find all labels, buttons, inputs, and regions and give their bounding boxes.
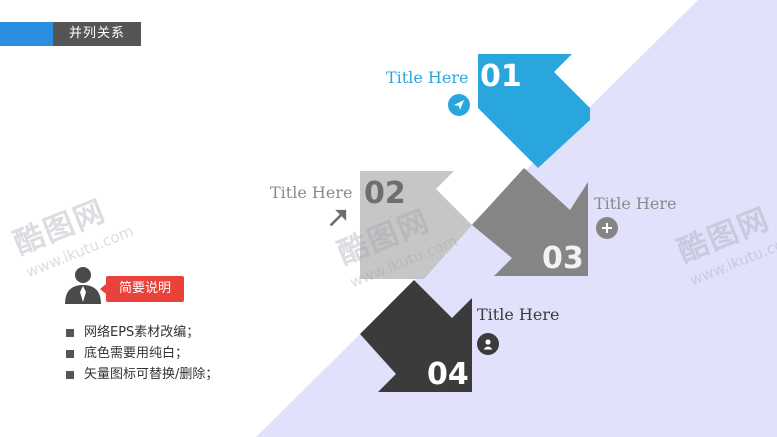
plus-icon	[596, 217, 618, 239]
note-text: 底色需要用纯白；	[84, 346, 189, 361]
item-title-04: Title Here	[477, 305, 560, 324]
bullet-square-icon	[66, 328, 74, 337]
arrow-shape-04: 04	[360, 280, 472, 392]
person-avatar-icon	[65, 267, 101, 304]
header-title: 并列关系	[53, 22, 141, 46]
item-number-02: 02	[364, 176, 406, 211]
list-item: 底色需要用纯白；	[66, 343, 218, 364]
item-title-03: Title Here	[594, 194, 677, 213]
arrow-shape-03: 03	[472, 168, 588, 276]
list-item: 网络EPS素材改编；	[66, 322, 218, 343]
item-number-04: 04	[427, 357, 469, 392]
item-title-02: Title Here	[270, 183, 353, 202]
send-icon	[448, 94, 470, 116]
user-icon	[477, 333, 499, 355]
item-number-03: 03	[542, 241, 584, 276]
item-number-01: 01	[480, 59, 522, 94]
item-title-01: Title Here	[386, 68, 469, 87]
note-text: 矢量图标可替换/删除；	[84, 367, 219, 382]
note-text: 网络EPS素材改编；	[84, 325, 200, 340]
list-item: 矢量图标可替换/删除；	[66, 364, 218, 385]
summary-notes: 网络EPS素材改编； 底色需要用纯白； 矢量图标可替换/删除；	[66, 322, 218, 385]
header-accent-bar	[0, 22, 53, 46]
bullet-square-icon	[66, 370, 74, 379]
arrow-up-right-icon	[326, 208, 348, 230]
summary-badge: 简要说明	[100, 276, 184, 302]
arrow-shape-01: 01	[478, 54, 590, 168]
arrow-shape-02: 02	[360, 171, 472, 279]
bullet-square-icon	[66, 349, 74, 358]
